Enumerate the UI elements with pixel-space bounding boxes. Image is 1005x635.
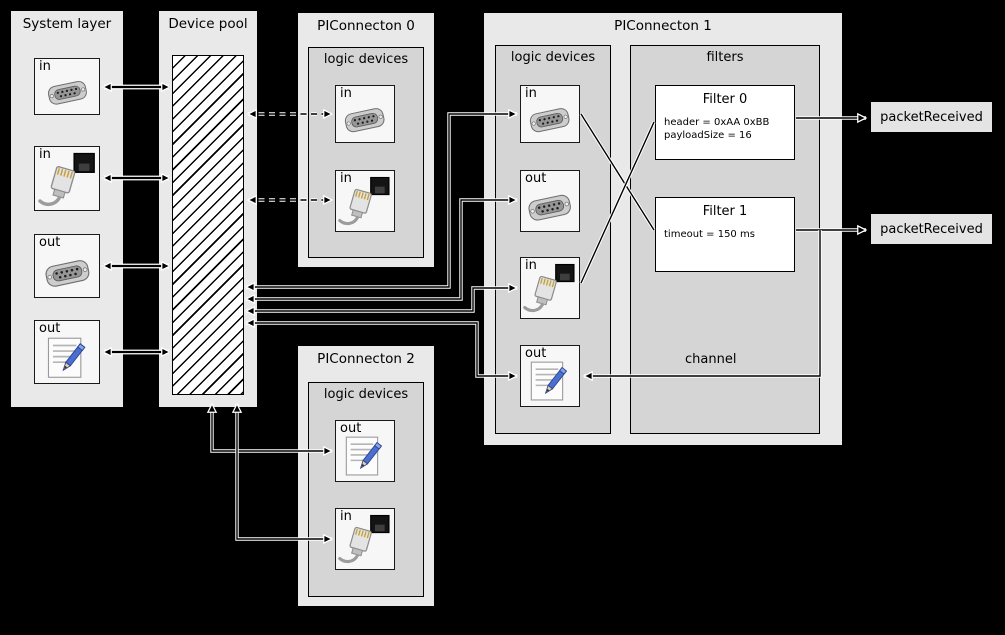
document-icon — [530, 361, 568, 402]
device-label: out — [525, 346, 547, 361]
logic-devices-label: logic devices — [323, 52, 409, 67]
device-label: in — [39, 147, 51, 162]
packet-received-box-0: packetReceived — [870, 101, 993, 133]
filter-1-param-timeout: timeout = 150 ms — [664, 229, 755, 240]
filter-0-title: Filter 0 — [702, 92, 748, 107]
pic2-device-out-document: out — [335, 420, 395, 482]
filters-label: filters — [706, 50, 744, 65]
packet-received-label: packetReceived — [880, 109, 983, 125]
device-label: out — [525, 171, 547, 186]
device-in-ethernet: in — [34, 146, 100, 211]
device-label: out — [340, 421, 362, 436]
device-label: in — [340, 86, 352, 101]
device-label: in — [525, 258, 537, 273]
pic0-device-in-ethernet: in — [335, 170, 395, 232]
device-label: out — [39, 321, 61, 336]
filter-0-param-payload: payloadSize = 16 — [664, 130, 752, 141]
filter-1-title: Filter 1 — [702, 204, 748, 219]
device-pool-title: Device pool — [168, 16, 248, 32]
serial-port-icon — [46, 79, 88, 107]
packet-received-label: packetReceived — [880, 221, 983, 237]
piconnecton-1-title: PIConnecton 1 — [614, 18, 712, 34]
ethernet-icon — [338, 176, 391, 226]
serial-port-icon — [343, 107, 387, 134]
pic1-device-out-document: out — [520, 345, 580, 407]
device-label: in — [525, 86, 537, 101]
pic2-device-in-ethernet: in — [335, 508, 395, 570]
device-label: in — [39, 59, 51, 74]
pic0-device-in-serial: in — [335, 85, 395, 143]
packet-received-box-1: packetReceived — [870, 213, 993, 245]
pic1-device-out-serial: out — [520, 170, 580, 232]
document-icon — [345, 436, 383, 477]
document-icon — [47, 337, 86, 378]
ethernet-icon — [338, 514, 391, 564]
pic1-device-in-ethernet: in — [520, 257, 580, 319]
logic-devices-label: logic devices — [510, 50, 596, 65]
device-in-serial: in — [34, 58, 100, 115]
device-label: out — [39, 235, 61, 250]
logic-devices-label: logic devices — [323, 387, 409, 402]
serial-port-icon — [528, 107, 572, 134]
device-out-serial: out — [34, 234, 100, 298]
filter-0-param-header: header = 0xAA 0xBB — [664, 117, 770, 128]
ethernet-icon — [523, 263, 576, 313]
device-pool-hatch — [172, 55, 244, 395]
filter-1-box: Filter 1 timeout = 150 ms — [655, 197, 795, 272]
device-out-document: out — [34, 320, 100, 384]
system-layer-title: System layer — [22, 16, 112, 32]
device-label: in — [340, 509, 352, 524]
serial-port-icon — [527, 193, 573, 223]
ethernet-icon — [37, 151, 96, 206]
channel-label: channel — [685, 352, 737, 367]
filter-0-box: Filter 0 header = 0xAA 0xBB payloadSize … — [655, 85, 795, 160]
piconnecton-2-title: PIConnecton 2 — [317, 351, 415, 367]
wire-pool-pic1-in-ethernet — [246, 288, 517, 311]
pic1-device-in-serial: in — [520, 85, 580, 143]
serial-port-icon — [43, 258, 91, 289]
piconnecton-0-title: PIConnecton 0 — [317, 18, 415, 34]
